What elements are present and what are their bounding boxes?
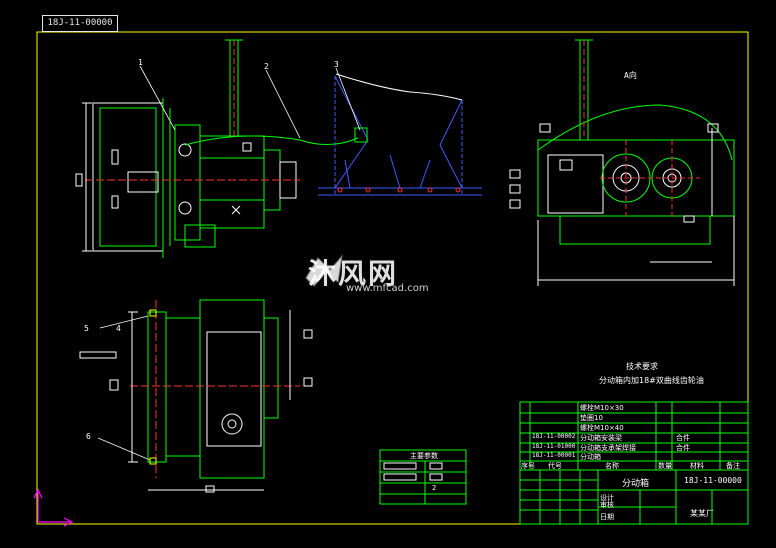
bom-header: 名称 [605, 462, 619, 470]
bom-row-material: 合件 [676, 434, 690, 442]
side-view-a [509, 39, 735, 286]
bom-header: 材料 [690, 462, 704, 470]
bom-row-name: 螺栓M10×30 [580, 404, 624, 412]
bom-row-name: 垫圈10 [580, 414, 603, 422]
ucs-icon [33, 488, 74, 527]
callout-1: 1 [138, 58, 143, 67]
bom-header: 备注 [726, 462, 740, 470]
callout-leaders [97, 65, 361, 461]
main-params-table [379, 449, 467, 505]
bom-header: 序号 [521, 462, 535, 470]
sheet-border [36, 31, 749, 525]
front-view [75, 39, 359, 258]
bom-row-name: 分动箱安装梁 [580, 434, 622, 442]
callout-3: 3 [334, 60, 339, 69]
bom-row-code: 18J-11-00002 [532, 433, 576, 440]
view-label-a: A向 [624, 71, 637, 80]
bom-row-code: 18J-11-00001 [532, 452, 576, 459]
watermark-url: www.mfcad.com [346, 283, 429, 294]
watermark-brand: 沐风网 [308, 257, 399, 290]
tech-requirements-note: 分动箱内加18#双曲线齿轮油 [599, 376, 704, 385]
drawing-number-box: 18J-11-00000 [42, 15, 118, 32]
bom-row-name: 分动箱 [580, 453, 601, 461]
bom-row-code: 18J-11-01000 [532, 443, 576, 450]
bom-row-name: 螺栓M10×40 [580, 424, 624, 432]
title-block-factory: 某某厂 [690, 509, 714, 518]
title-block-name: 分动箱 [622, 479, 650, 489]
bom-row-name: 分动箱支承架焊接 [580, 444, 636, 452]
tech-requirements-title: 技术要求 [626, 362, 658, 371]
sign-row: 审核 [600, 501, 614, 509]
top-view [79, 299, 313, 493]
watermark-logo-icon [305, 254, 343, 287]
sign-row: 日期 [600, 513, 614, 521]
callout-2: 2 [264, 62, 269, 71]
support-frame [318, 73, 482, 196]
sign-row: 设计 [600, 494, 614, 502]
main-params-value-4: 2 [432, 484, 437, 492]
callout-5: 5 [84, 324, 89, 333]
callout-6: 6 [86, 432, 91, 441]
title-block-code: 18J-11-00000 [684, 476, 742, 485]
bom-row-material: 合件 [676, 444, 690, 452]
title-block [519, 401, 749, 525]
bom-header: 代号 [548, 462, 562, 470]
main-params-title: 主要参数 [410, 452, 438, 460]
callout-4: 4 [116, 324, 121, 333]
bom-header: 数量 [658, 462, 672, 470]
